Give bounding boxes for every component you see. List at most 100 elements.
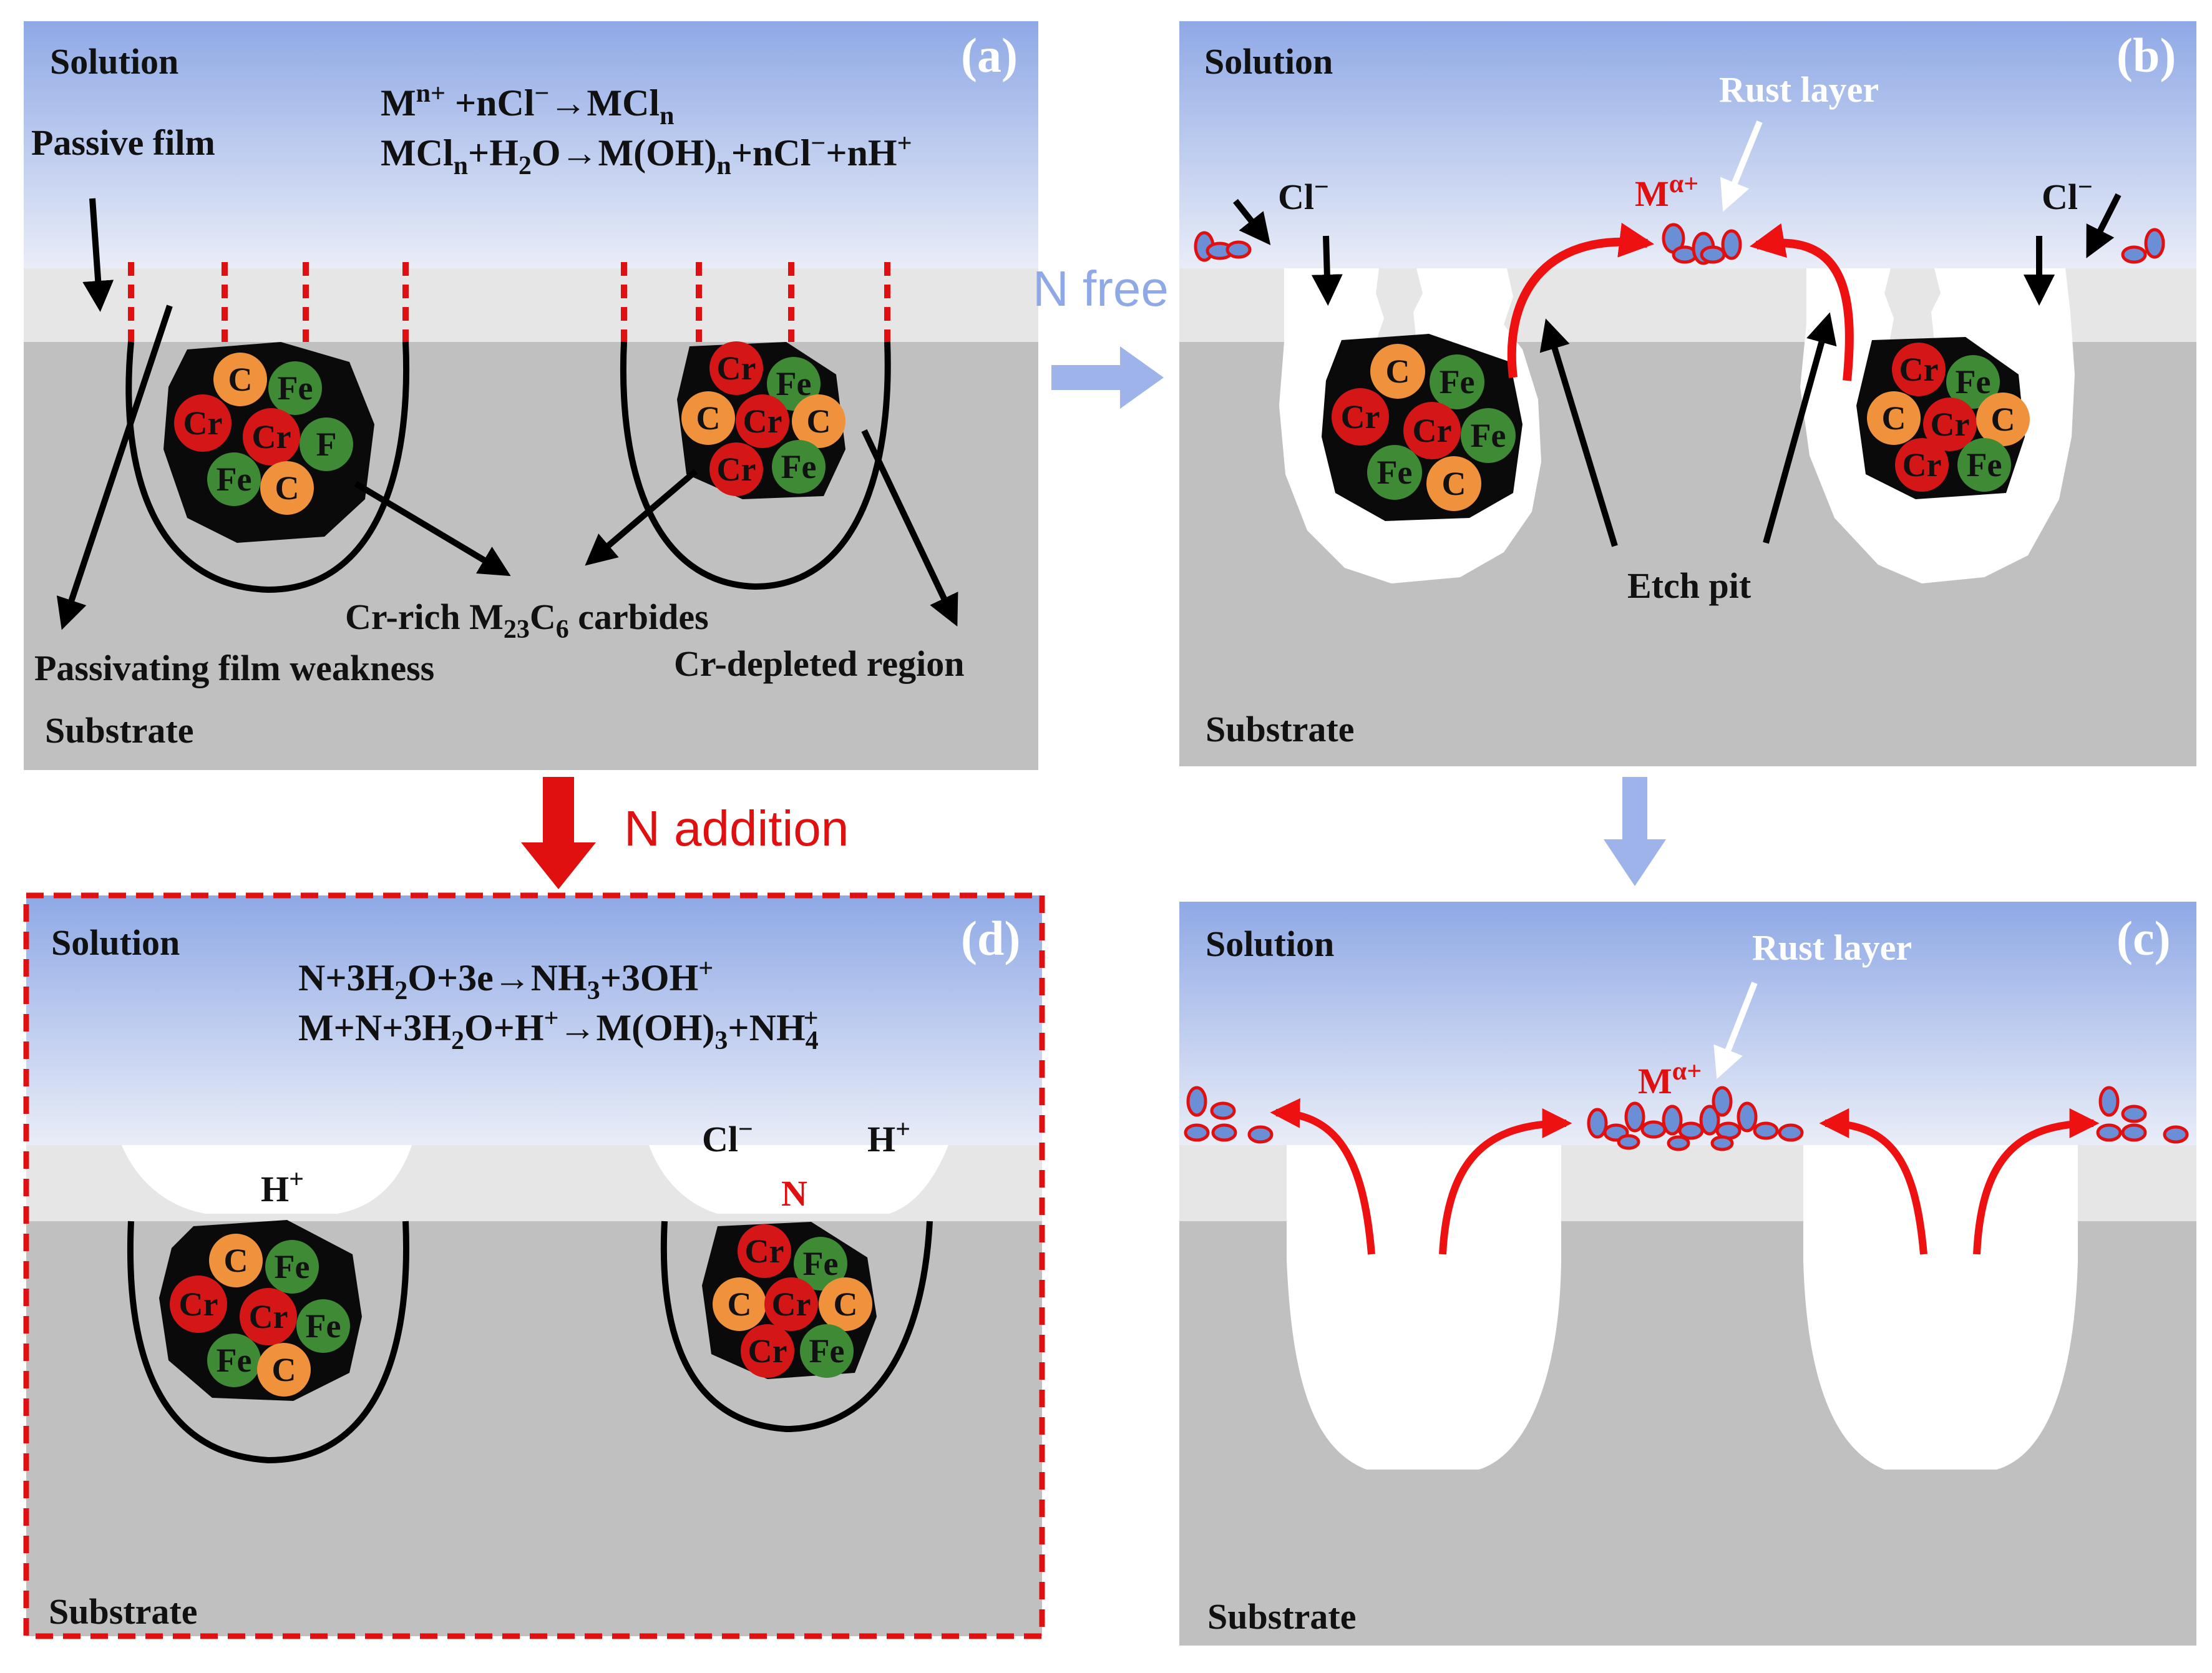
atom-label: Cr — [179, 1285, 218, 1323]
h-plus-left-label: H+ — [261, 1165, 304, 1209]
cr-depleted-outline-left — [125, 341, 410, 593]
atom-c — [1867, 391, 1921, 445]
panel-c: Solution (c) Rust layer Mα+ Substrate — [1179, 902, 2196, 1646]
weakness-arrow — [56, 305, 173, 630]
cl-label-right: Cl− — [2042, 173, 2093, 217]
atom-label: Cr — [1413, 412, 1452, 449]
atom-label: Fe — [803, 1245, 839, 1282]
atom-c — [209, 1234, 263, 1287]
cl-arrow-left-2 — [1311, 235, 1343, 306]
panel-a: C Fe Cr Cr F Fe C Cr Fe C Cr C — [24, 21, 1038, 770]
atom-label: Cr — [249, 1298, 288, 1335]
panel-d-equation-2: M+N+3H2O+H+→M(OH)3+NH4+ — [298, 1004, 819, 1055]
panel-d-solution-label: Solution — [51, 922, 180, 963]
atom-label: Fe — [1440, 363, 1475, 401]
atom-fe — [1461, 408, 1516, 463]
panel-c-solution-label: Solution — [1206, 924, 1334, 964]
atom-label: C — [807, 402, 831, 440]
panel-b-solution — [1179, 21, 2196, 268]
atom-fe — [800, 1324, 854, 1378]
cr-depleted-arrow — [861, 429, 958, 627]
atom-fe — [207, 1334, 261, 1387]
atom-cr — [741, 1324, 794, 1378]
panel-d-passive-film — [26, 1145, 1042, 1221]
atom-c — [260, 461, 314, 515]
panel-c-solution — [1179, 902, 2196, 1145]
atom-c — [819, 1277, 872, 1331]
panel-d-solution — [26, 895, 1042, 1145]
atom-fe — [1957, 438, 2011, 492]
atom-fe — [207, 452, 261, 506]
atom-cr — [764, 1277, 818, 1331]
atom-label: Fe — [275, 1248, 310, 1285]
atom-fe — [268, 361, 322, 415]
panel-a-substrate-label: Substrate — [45, 710, 193, 751]
atom-cr — [1892, 343, 1946, 396]
atom-label: F — [316, 426, 337, 463]
cl-arrow-left-1 — [1233, 198, 1271, 245]
panel-a-solution — [24, 21, 1038, 268]
panel-a-label: (a) — [961, 28, 1018, 82]
n-free-arrow — [1051, 346, 1164, 409]
atom-label: Fe — [278, 369, 313, 407]
carbide-atoms-left: C Fe Cr Cr F Fe C — [174, 353, 353, 515]
atom-label: C — [1991, 401, 2015, 438]
carbide-atoms-right: Cr Fe C Cr C Cr Fe — [681, 341, 845, 496]
atom-cr — [1895, 438, 1949, 492]
carbides-label: Cr-rich M23C6 carbides — [345, 597, 709, 644]
panel-d-substrate-label: Substrate — [49, 1591, 197, 1632]
atom-fe — [1946, 355, 2000, 409]
carbide-atoms-d-left: C Fe Cr Cr Fe Fe C — [170, 1234, 350, 1397]
atom-c — [713, 1277, 766, 1331]
atom-label: Cr — [1899, 351, 1939, 388]
passive-film-label: Passive film — [31, 122, 215, 163]
atom-label: C — [834, 1285, 858, 1323]
carbide-atoms-b-right: Cr Fe C Cr C Cr Fe — [1867, 343, 2030, 492]
carbide-arrow-right — [585, 469, 698, 566]
metal-ion-label-b: Mα+ — [1635, 170, 1698, 214]
atom-label: C — [275, 469, 300, 507]
atom-label: Cr — [1931, 406, 1970, 443]
carbide-arrow-left — [354, 480, 511, 577]
ion-flow-arrow-left — [1507, 222, 1655, 378]
rust-particles-c — [1184, 1086, 2189, 1151]
atom-cr — [174, 394, 231, 452]
panel-a-equation-2: MCln+H2O→M(OH)n+nCl−+nH+ — [381, 129, 912, 180]
n-free-label: N free — [1033, 261, 1169, 316]
etch-pit-arrow-left — [1539, 318, 1618, 547]
atom-label: Cr — [772, 1285, 811, 1323]
atom-c — [792, 394, 845, 448]
etch-pit-label: Etch pit — [1627, 565, 1752, 606]
cl-minus-d-label: Cl− — [702, 1115, 753, 1159]
atom-cr — [1923, 398, 1977, 451]
atom-c — [257, 1343, 311, 1397]
ion-flow-arrow-c-1 — [1270, 1098, 1375, 1255]
panel-c-substrate-label: Substrate — [1207, 1596, 1356, 1637]
atom-cr — [736, 394, 789, 448]
atom-label: Cr — [717, 349, 756, 387]
carbide-atoms-d-right: Cr Fe C Cr C Cr Fe — [713, 1224, 872, 1378]
atom-cr — [1332, 388, 1389, 446]
atom-fe — [772, 440, 826, 494]
atom-fe — [300, 417, 353, 471]
atom-cr — [709, 442, 763, 496]
atom-c — [681, 391, 735, 445]
atom-label: Fe — [1956, 363, 1991, 401]
atom-label: Cr — [748, 1332, 787, 1370]
ion-flow-arrow-c-2 — [1439, 1108, 1572, 1255]
atom-label: Fe — [1377, 454, 1413, 491]
nitrogen-label: N — [781, 1173, 807, 1214]
atom-label: Cr — [743, 402, 782, 440]
atom-c — [1976, 393, 2030, 446]
panel-d-border — [23, 892, 1045, 1639]
atom-label: C — [1442, 465, 1466, 502]
atom-label: Fe — [1967, 446, 2002, 484]
metal-ion-label-c: Mα+ — [1638, 1057, 1702, 1101]
panel-d-equation-1: N+3H2O+3e→NH3+3OH+ — [298, 954, 713, 1005]
atom-label: Cr — [745, 1232, 784, 1270]
atom-label: Cr — [183, 404, 223, 442]
panel-d-label: (d) — [961, 911, 1020, 965]
atom-label: Cr — [1341, 398, 1380, 436]
panel-a-passive-film — [24, 268, 1038, 342]
rust-layer-label-c: Rust layer — [1752, 927, 1912, 968]
